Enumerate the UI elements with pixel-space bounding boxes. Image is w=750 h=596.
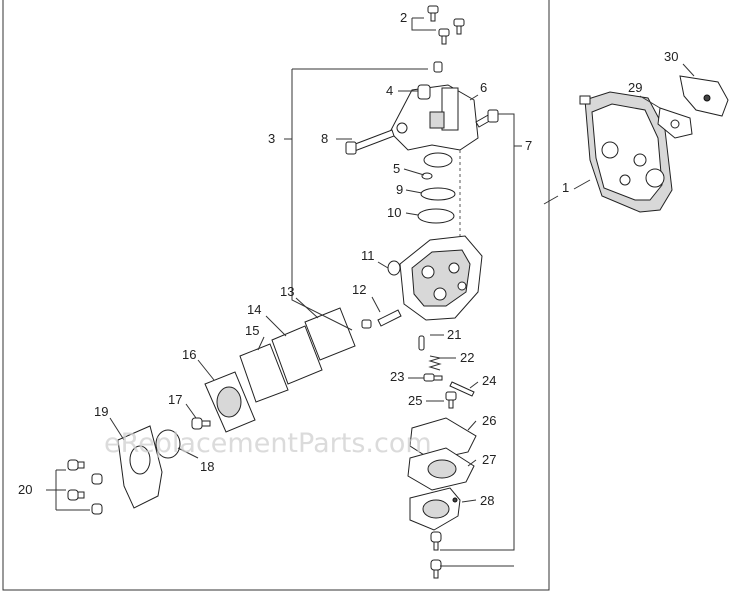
callout-10: 10 [387,205,401,220]
cover-part-28[interactable] [409,487,461,531]
plug-top [433,61,443,73]
callout-22: 22 [460,350,474,365]
callout-4: 4 [386,83,393,98]
callout-23: 23 [390,369,404,384]
diagram-frame [2,0,550,591]
gasket-part-15[interactable] [239,343,289,403]
gasket-part-26[interactable] [409,417,477,461]
callout-18: 18 [200,459,214,474]
screw-part-23[interactable] [423,373,443,382]
cap-part-4[interactable] [417,84,431,100]
screw-part-20[interactable] [67,459,103,515]
callout-6: 6 [480,80,487,95]
ring-part-5[interactable] [421,172,433,180]
callout-28: 28 [480,493,494,508]
needle-part-21[interactable] [418,335,425,351]
callout-16: 16 [182,347,196,362]
callout-26: 26 [482,413,496,428]
watermark: eReplacementParts.com [104,428,432,459]
diaphragm-part-14[interactable] [271,325,323,385]
screw-part-25[interactable] [445,391,457,409]
plug-part-17[interactable] [191,417,211,430]
callout-9: 9 [396,182,403,197]
gasket-part-10[interactable] [417,208,455,224]
diaphragm-part-27[interactable] [407,447,475,491]
callout-21: 21 [447,327,461,342]
callout-29: 29 [628,80,642,95]
plate-part-30[interactable] [679,75,729,117]
callout-19: 19 [94,404,108,419]
fitting-part-11[interactable] [387,260,401,276]
pump-cover-part-16[interactable] [204,371,256,433]
main-body[interactable] [399,235,483,321]
callout-25: 25 [408,393,422,408]
callout-1: 1 [562,180,569,195]
screw-right-part-6[interactable] [475,109,499,128]
bottom-screw[interactable] [430,531,442,579]
callout-13: 13 [280,284,294,299]
callout-17: 17 [168,392,182,407]
gasket-part-13[interactable] [304,307,356,361]
callout-24: 24 [482,373,496,388]
carburetor-assembly-part-1[interactable] [579,91,673,213]
bracket-part-19[interactable] [117,425,163,509]
oring-part-9[interactable] [420,187,456,201]
callout-20: 20 [18,482,32,497]
callout-12: 12 [352,282,366,297]
callout-labels: 1 2 3 4 5 6 7 8 9 10 11 12 13 14 15 16 1… [18,10,678,508]
long-screw-part-8[interactable] [345,129,395,155]
callout-8: 8 [321,131,328,146]
leader-lines [109,63,695,567]
pin-part-24[interactable] [449,381,475,397]
callout-5: 5 [393,161,400,176]
ring-part-18[interactable] [155,429,181,459]
callout-11: 11 [361,248,375,263]
callout-27: 27 [482,452,496,467]
callout-3: 3 [268,131,275,146]
callout-15: 15 [245,323,259,338]
upper-body-part-6[interactable] [389,84,479,168]
callout-2: 2 [400,10,407,25]
screw-part-2[interactable] [427,5,465,45]
callout-7: 7 [525,138,532,153]
callout-30: 30 [664,49,678,64]
callout-14: 14 [247,302,261,317]
needle-part-12[interactable] [361,309,402,329]
